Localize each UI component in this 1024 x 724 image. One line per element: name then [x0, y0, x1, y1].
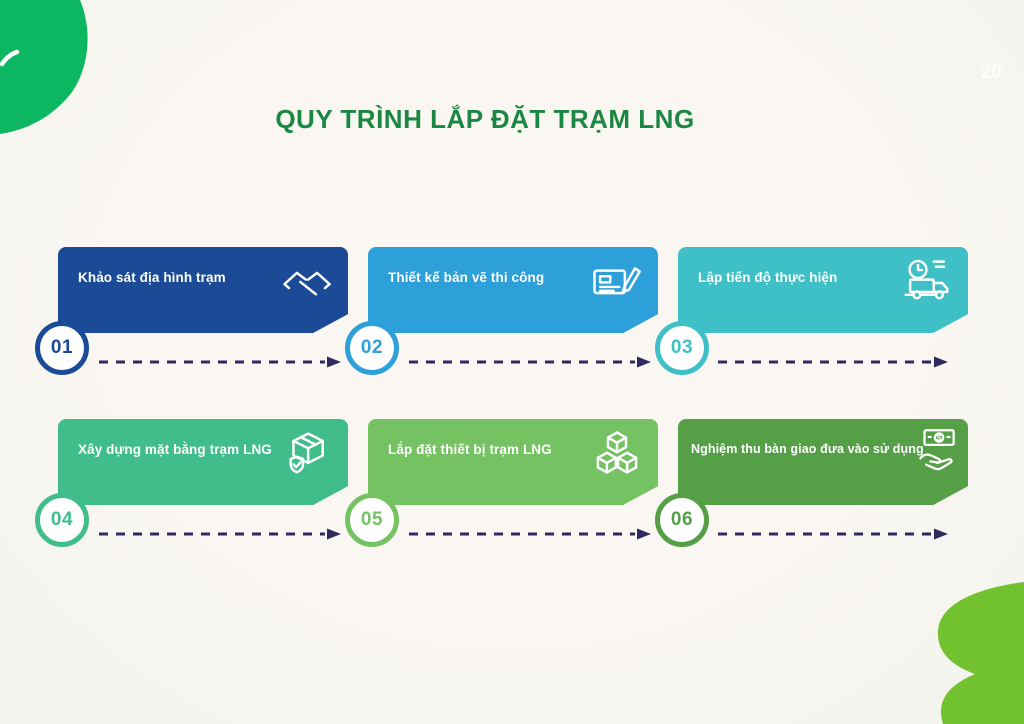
dashed-arrow-icon: [718, 528, 948, 540]
step-card-2: Thiết kế bản vẽ thi công: [368, 247, 658, 333]
step-number-text: 01: [50, 337, 74, 358]
step-card-6: Nghiệm thu bàn giao đưa vào sử dụng $: [678, 419, 968, 505]
step-number-1: 01: [35, 321, 89, 375]
money-hand-icon: $: [912, 424, 962, 474]
corner-blob-bottom-right: [937, 582, 1024, 724]
step-number-5: 05: [345, 493, 399, 547]
svg-text:$: $: [937, 432, 942, 442]
step-card-4: Xây dựng mặt bằng trạm LNG: [58, 419, 348, 505]
step-label: Khảo sát địa hình trạm: [78, 270, 226, 285]
step-number-text: 05: [360, 509, 384, 530]
step-number-text: 03: [670, 337, 694, 358]
slide-title: QUY TRÌNH LẮP ĐẶT TRẠM LNG: [275, 104, 695, 134]
blueprint-pencil-icon: [590, 256, 644, 310]
page-number: 20: [980, 62, 1002, 83]
truck-clock-icon: [900, 256, 954, 310]
corner-blob-top-left: [0, 0, 88, 134]
dashed-arrow-icon: [409, 356, 651, 368]
step-number-4: 04: [35, 493, 89, 547]
step-number-6: 06: [655, 493, 709, 547]
step-label: Nghiệm thu bàn giao đưa vào sử dụng: [691, 442, 924, 456]
step-card-3: Lập tiến độ thực hiện: [678, 247, 968, 333]
step-number-text: 06: [670, 509, 694, 530]
dashed-arrow-icon: [718, 356, 948, 368]
step-card-1: Khảo sát địa hình trạm: [58, 247, 348, 333]
logo-swoosh-icon: [0, 49, 20, 67]
step-number-text: 02: [360, 337, 384, 358]
step-label: Lập tiến độ thực hiện: [698, 270, 838, 285]
handshake-icon: [280, 256, 334, 310]
dashed-arrow-icon: [99, 356, 341, 368]
step-number-3: 03: [655, 321, 709, 375]
step-label: Xây dựng mặt bằng trạm LNG: [78, 442, 272, 457]
step-card-5: Lắp đặt thiết bị trạm LNG: [368, 419, 658, 505]
package-shield-icon: [280, 428, 334, 482]
step-label: Thiết kế bản vẽ thi công: [388, 270, 545, 285]
step-label: Lắp đặt thiết bị trạm LNG: [388, 442, 552, 457]
dashed-arrow-icon: [99, 528, 341, 540]
step-number-text: 04: [50, 509, 74, 530]
dashed-arrow-icon: [409, 528, 651, 540]
step-number-2: 02: [345, 321, 399, 375]
cubes-icon: [590, 428, 644, 482]
